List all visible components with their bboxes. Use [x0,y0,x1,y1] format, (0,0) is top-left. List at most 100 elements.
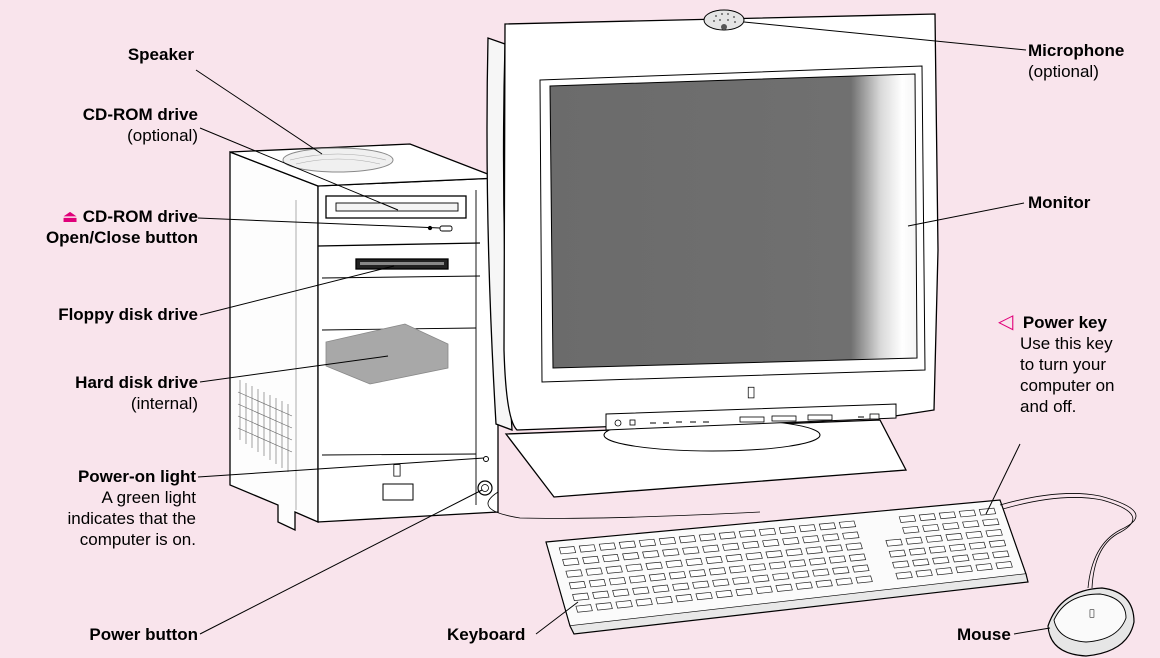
keyboard-key [623,553,639,560]
keyboard-key [723,543,739,550]
keyboard-key [853,565,869,572]
keyboard-key [716,590,732,597]
keyboard-key [829,556,845,563]
keyboard-key [813,569,829,576]
keyboard-key [789,560,805,567]
microphone-sub: (optional) [1028,61,1124,82]
keyboard-key [836,578,852,585]
keyboard-key [983,519,999,526]
power-light-desc-line: computer is on. [67,529,196,550]
keyboard-key [776,584,792,591]
mouse-title: Mouse [957,624,1011,645]
keyboard-key [769,562,785,569]
keyboard-key [656,596,672,603]
power-light-desc-line: indicates that the [67,508,196,529]
keyboard-key [636,598,652,606]
keyboard-key [916,570,932,577]
keyboard-key [943,523,959,530]
keyboard-key [666,560,682,567]
microphone-label: Microphone (optional) [1028,40,1124,82]
keyboard-key [583,556,599,563]
keyboard-key [653,585,669,592]
keyboard-key [759,528,775,535]
floppy-label: Floppy disk drive [58,304,198,325]
keyboard-key [783,538,799,545]
keyboard-key [643,551,659,558]
keyboard-key [819,523,835,530]
keyboard-key [619,541,635,548]
keyboard-key [706,556,722,563]
keyboard-key [986,530,1002,537]
speaker-title: Speaker [128,44,194,65]
keyboard-key [833,567,849,574]
keyboard-key [683,547,699,554]
keyboard-key [839,521,855,528]
svg-text::  [747,385,755,400]
keyboard-key [649,574,665,581]
keyboard-key [936,568,952,575]
keyboard-key [729,566,745,573]
keyboard-key [603,554,619,561]
keyboard-key [559,547,575,554]
mouse-unit:  [1048,588,1134,656]
keyboard-key [779,526,795,533]
keyboard-key [809,558,825,565]
keyboard-key [919,514,935,521]
power-key-leader [986,444,1020,514]
keyboard-key [589,579,605,586]
keyboard-key [913,559,929,566]
keyboard-key [719,532,735,539]
keyboard-key [579,545,595,552]
keyboard-key [966,531,982,538]
svg-text::  [1089,609,1094,619]
power-button-label: Power button [89,624,198,645]
keyboard-key [823,534,839,541]
keyboard-key [953,555,969,562]
keyboard-key [849,554,865,561]
keyboard-key [959,510,975,517]
keyboard-key [923,524,939,531]
keyboard-key [756,586,772,593]
keyboard-key [903,526,919,533]
keyboard-key [973,553,989,560]
speaker-label: Speaker [128,44,194,65]
keyboard-key [686,558,702,565]
triangle-left-icon: ◁ [998,311,1013,333]
keyboard-key [573,593,589,601]
keyboard-key [699,534,715,541]
keyboard-key [993,551,1009,558]
keyboard-key [669,572,685,579]
keyboard-key [629,576,645,583]
keyboard-key [646,562,662,569]
keyboard-key [749,564,765,571]
power-light-title: Power-on light [67,466,196,487]
keyboard-key [766,551,782,558]
keyboard-key [996,562,1012,569]
keyboard-key [596,603,612,611]
keyboard-key [673,583,689,590]
cdrom-sub: (optional) [83,125,198,146]
monitor-title: Monitor [1028,192,1090,213]
floppy-title: Floppy disk drive [58,304,198,325]
power-key-desc-line: and off. [998,396,1115,417]
power-key-label: ◁ Power key Use this key to turn your co… [998,312,1115,417]
keyboard-key [816,580,832,587]
cdrom-button-label: ⏏ CD-ROM drive Open/Close button [46,206,198,248]
keyboard-key [626,564,642,571]
keyboard-key [616,601,632,609]
keyboard-key [763,539,779,546]
keyboard-key [659,537,675,544]
mouse-label: Mouse [957,624,1011,645]
keyboard-key [889,550,905,557]
keyboard-key [963,521,979,528]
keyboard-key [896,572,912,579]
keyboard-key [793,571,809,578]
keyboard-key [639,539,655,546]
keyboard-key [676,594,692,601]
keyboard-key [566,570,582,577]
cdrom-label: CD-ROM drive (optional) [83,104,198,146]
cdrom-button-sub: Open/Close button [46,227,198,248]
keyboard-key [736,588,752,595]
cdrom-button-title: CD-ROM drive [83,207,198,226]
